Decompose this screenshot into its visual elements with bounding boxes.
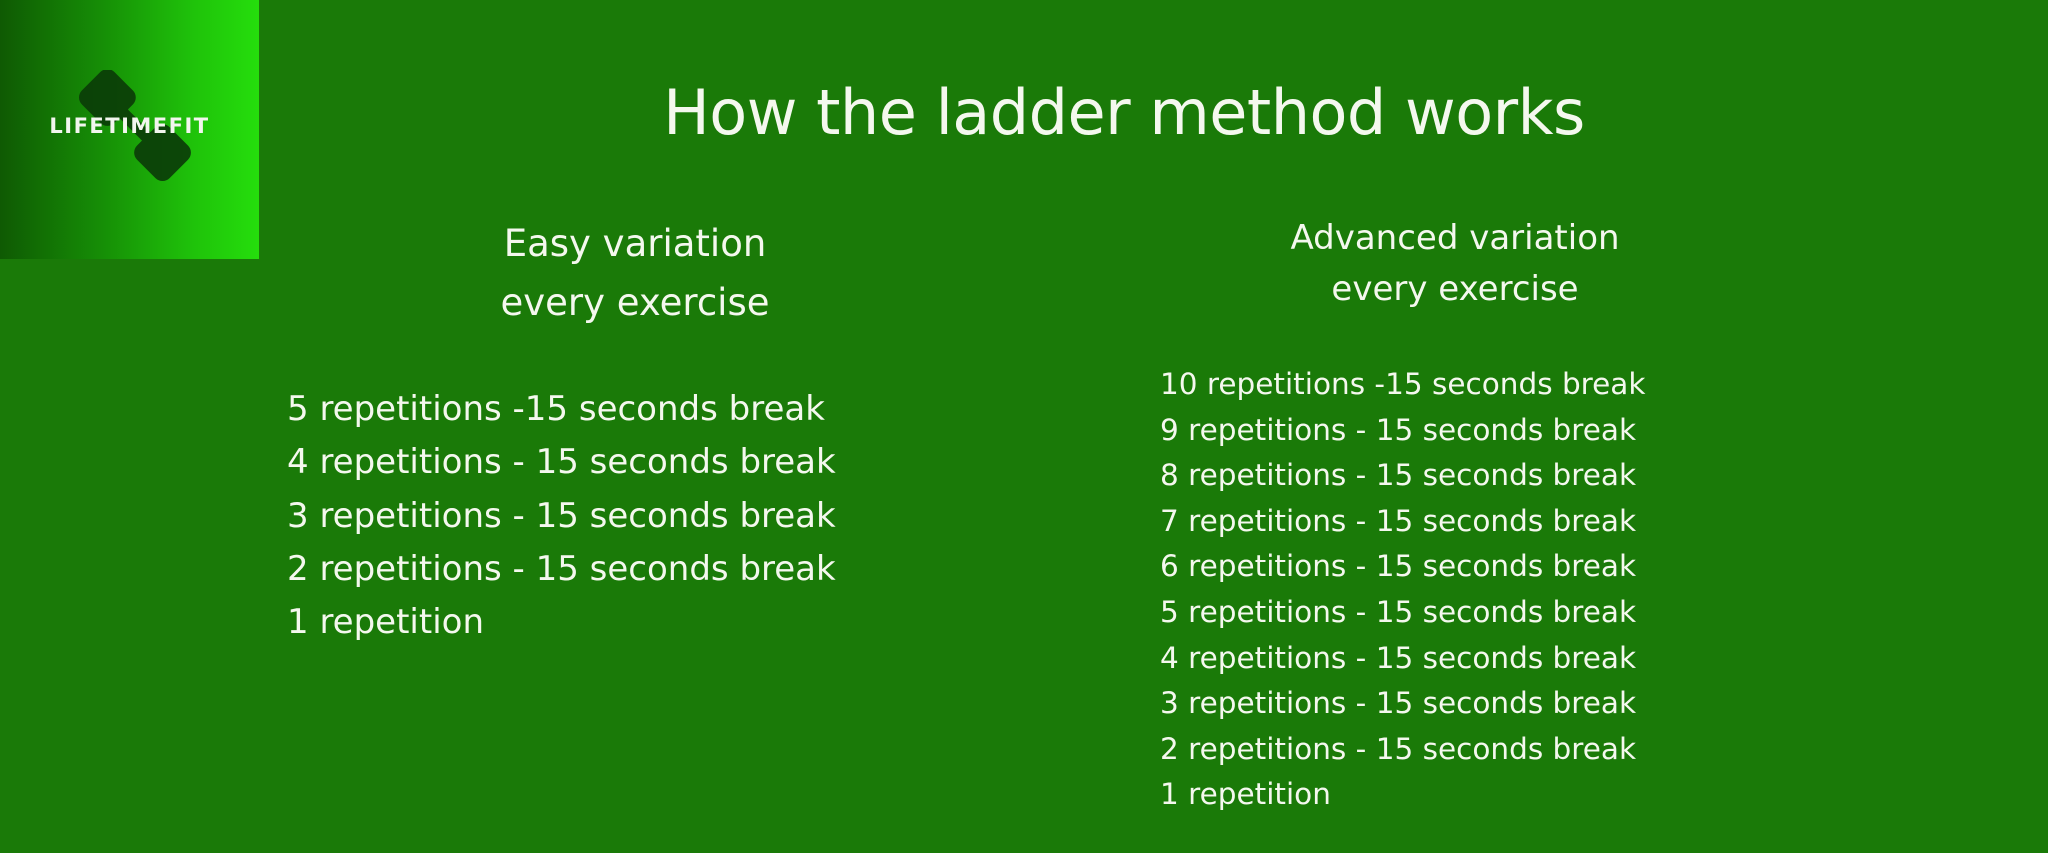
list-item: 4 repetitions - 15 seconds break [1160, 640, 1637, 675]
advanced-variation-heading: Advanced variation every exercise [1200, 213, 1710, 315]
page-title: How the ladder method works [663, 76, 1585, 149]
list-item: 5 repetitions -15 seconds break [287, 389, 825, 429]
list-item: 3 repetitions - 15 seconds break [287, 495, 836, 536]
dumbbell-icon [78, 70, 191, 182]
list-item: 3 repetitions - 15 seconds break [1160, 686, 1637, 721]
brand-logo: LIFETIMEFIT [0, 0, 259, 259]
easy-variation-list: 5 repetitions -15 seconds break 4 repeti… [287, 383, 836, 649]
easy-variation-heading: Easy variation every exercise [380, 214, 890, 332]
list-item: 9 repetitions - 15 seconds break [1160, 412, 1637, 447]
list-item: 1 repetition [1160, 777, 1331, 812]
easy-heading-line2: every exercise [500, 281, 770, 324]
list-item: 5 repetitions - 15 seconds break [1160, 594, 1637, 629]
list-item: 1 repetition [287, 602, 484, 643]
list-item: 8 repetitions - 15 seconds break [1160, 458, 1637, 493]
list-item: 10 repetitions -15 seconds break [1160, 367, 1646, 401]
easy-heading-line1: Easy variation [503, 222, 767, 265]
list-item: 6 repetitions - 15 seconds break [1160, 549, 1637, 584]
brand-name: LIFETIMEFIT [49, 114, 210, 138]
list-item: 2 repetitions - 15 seconds break [287, 548, 836, 589]
list-item: 4 repetitions - 15 seconds break [287, 442, 836, 483]
list-item: 2 repetitions - 15 seconds break [1160, 731, 1637, 766]
advanced-heading-line2: every exercise [1331, 269, 1579, 309]
list-item: 7 repetitions - 15 seconds break [1160, 503, 1637, 538]
advanced-heading-line1: Advanced variation [1290, 218, 1620, 258]
advanced-variation-list: 10 repetitions -15 seconds break 9 repet… [1160, 362, 1645, 818]
